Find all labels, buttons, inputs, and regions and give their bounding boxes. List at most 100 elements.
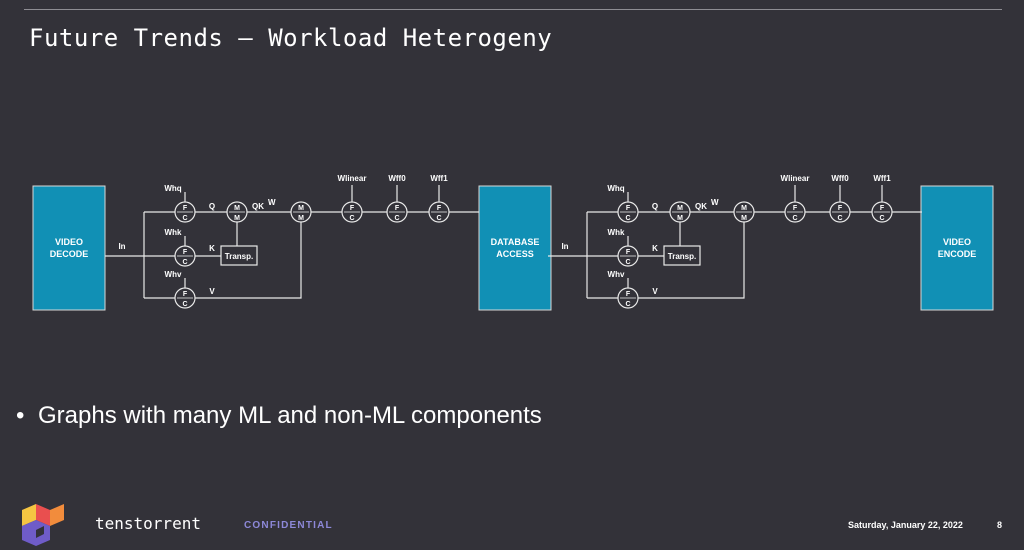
tenstorrent-logo-icon <box>22 504 64 546</box>
section-1-fc-k-node-letter-2: C <box>182 259 187 266</box>
video-encode-block-label-1: VIDEO <box>943 237 971 247</box>
footer-page-number: 8 <box>997 520 1003 530</box>
section-2-ff-fc-node-1-letter-2: C <box>792 215 797 222</box>
database-access-block-label-1: DATABASE <box>491 237 540 247</box>
section-2-ff-fc-node-3: FC <box>871 201 893 223</box>
section-1-fc-q-node: FC <box>174 201 196 223</box>
video-decode-block-label-2: DECODE <box>50 249 89 259</box>
section-1-fc-v-node-letter-2: C <box>182 301 187 308</box>
section-2-q-label: Q <box>652 202 658 211</box>
video-encode-block: VIDEO ENCODE <box>920 185 994 311</box>
section-2-ff-fc-node-1-letter-1: F <box>793 205 798 212</box>
section-2-ff-weight-label-wlinear: Wlinear <box>781 174 810 183</box>
section-2-k-label: K <box>652 244 658 253</box>
section-1-mm2-node: MM <box>290 201 312 223</box>
database-access-block-box <box>478 185 552 311</box>
section-1-v-edge <box>195 222 302 299</box>
section-1-ff-weight-label-wff1: Wff1 <box>430 174 448 183</box>
database-access-block-label-2: ACCESS <box>496 249 534 259</box>
section-1-qk-superscript: W <box>268 198 276 207</box>
section-2-fc-k-node: FC <box>617 245 639 267</box>
section-1-fc-v-node: FC <box>174 287 196 309</box>
section-2-fc-k-node-letter-1: F <box>626 249 631 256</box>
section-1-fc-k-node: FC <box>174 245 196 267</box>
section-1-fc-q-node-letter-1: F <box>183 205 188 212</box>
section-1-mm1-node-letter-1: M <box>234 205 240 212</box>
section-2-mm1-node-letter-2: M <box>677 215 683 222</box>
section-1-weight-label-whk: Whk <box>165 228 182 237</box>
database-access-block: DATABASE ACCESS <box>478 185 552 311</box>
section-2-mm2-node-letter-2: M <box>741 215 747 222</box>
section-1-ff-weight-label-wff0: Wff0 <box>388 174 406 183</box>
section-1-ff-fc-node-1-letter-1: F <box>350 205 355 212</box>
section-1-ff-fc-node-1-letter-2: C <box>349 215 354 222</box>
section-1-qk-label: QK <box>252 202 264 211</box>
video-decode-block-box <box>32 185 106 311</box>
section-1-ff-fc-node-3-letter-1: F <box>437 205 442 212</box>
section-2-mm1-node-letter-1: M <box>677 205 683 212</box>
video-decode-block: VIDEO DECODE <box>32 185 106 311</box>
section-1-ff-fc-node-3-letter-2: C <box>436 215 441 222</box>
section-2-fc-v-node-letter-2: C <box>625 301 630 308</box>
section-1-ff-fc-node-1: FC <box>341 201 363 223</box>
section-1-fc-q-node-letter-2: C <box>182 215 187 222</box>
footer-brand: tenstorrent <box>95 514 201 533</box>
slide-title: Future Trends – Workload Heterogeny <box>29 24 553 52</box>
section-2-weight-label-whq: Whq <box>607 184 624 193</box>
section-1-transpose-box <box>220 245 258 266</box>
bullet-item: • Graphs with many ML and non-ML componen… <box>16 402 542 430</box>
section-2-qk-superscript: W <box>711 198 719 207</box>
section-1-fc-k-node-letter-1: F <box>183 249 188 256</box>
section-2-ff-fc-node-1: FC <box>784 201 806 223</box>
section-1-mm1-node: MM <box>226 201 248 223</box>
section-1-ff-weight-label-wlinear: Wlinear <box>338 174 367 183</box>
section-2-input-label: In <box>561 242 568 251</box>
section-2-mm2-node-letter-1: M <box>741 205 747 212</box>
section-1-ff-fc-node-2: FC <box>386 201 408 223</box>
section-2-ff-fc-node-2-letter-2: C <box>837 215 842 222</box>
section-2-v-edge <box>638 222 745 299</box>
section-2-fc-k-node-letter-2: C <box>625 259 630 266</box>
bullet-icon: • <box>16 402 25 429</box>
footer-date: Saturday, January 22, 2022 <box>848 520 963 530</box>
section-1-fc-v-node-letter-1: F <box>183 291 188 298</box>
section-1-ff-fc-node-2-letter-1: F <box>395 205 400 212</box>
section-1-weight-label-whv: Whv <box>165 270 182 279</box>
section-2-fc-v-node: FC <box>617 287 639 309</box>
section-1-input-label: In <box>118 242 125 251</box>
section-1-mm1-node-letter-2: M <box>234 215 240 222</box>
section-1-ff-fc-node-3: FC <box>428 201 450 223</box>
section-2-v-label: V <box>652 287 658 296</box>
section-1-mm2-node-letter-1: M <box>298 205 304 212</box>
section-2-mm1-node: MM <box>669 201 691 223</box>
section-2-fc-q-node-letter-1: F <box>626 205 631 212</box>
section-2-fc-v-node-letter-1: F <box>626 291 631 298</box>
section-2-mm2-node: MM <box>733 201 755 223</box>
video-decode-block-label-1: VIDEO <box>55 237 83 247</box>
section-1-v-label: V <box>209 287 215 296</box>
section-1-ff-fc-node-2-letter-2: C <box>394 215 399 222</box>
section-2-transpose-label: Transp. <box>668 252 696 261</box>
section-2-fc-q-node: FC <box>617 201 639 223</box>
video-encode-block-box <box>920 185 994 311</box>
section-1-weight-label-whq: Whq <box>164 184 181 193</box>
bullet-text: Graphs with many ML and non-ML component… <box>38 402 542 429</box>
section-2-ff-fc-node-2: FC <box>829 201 851 223</box>
section-1-k-label: K <box>209 244 215 253</box>
video-encode-block-label-2: ENCODE <box>938 249 977 259</box>
section-1-transpose-label: Transp. <box>225 252 253 261</box>
section-1-mm2-node-letter-2: M <box>298 215 304 222</box>
section-2-weight-label-whv: Whv <box>608 270 625 279</box>
section-2-ff-fc-node-3-letter-2: C <box>879 215 884 222</box>
footer-confidential: CONFIDENTIAL <box>244 520 333 531</box>
section-2-ff-fc-node-2-letter-1: F <box>838 205 843 212</box>
section-2-transpose-box <box>663 245 701 266</box>
section-1-q-label: Q <box>209 202 215 211</box>
section-2-qk-label: QK <box>695 202 707 211</box>
top-rule <box>24 9 1002 10</box>
section-2-ff-weight-label-wff0: Wff0 <box>831 174 849 183</box>
section-2-ff-fc-node-3-letter-1: F <box>880 205 885 212</box>
section-2-ff-weight-label-wff1: Wff1 <box>873 174 891 183</box>
section-2-fc-q-node-letter-2: C <box>625 215 630 222</box>
